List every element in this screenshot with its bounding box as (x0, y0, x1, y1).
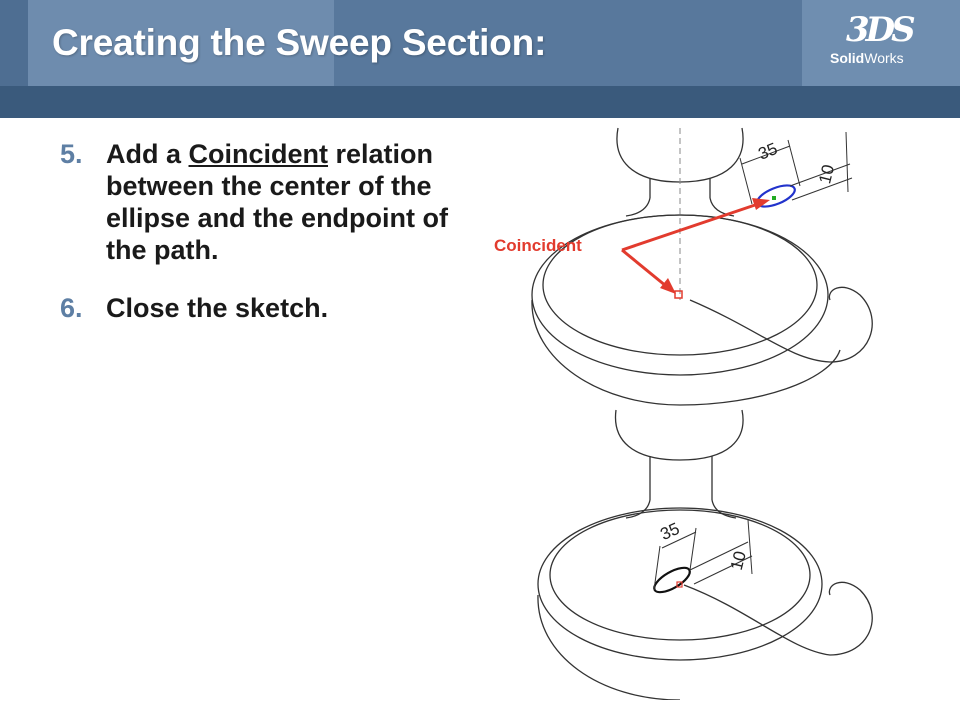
3ds-logo-icon: 3DS (846, 10, 916, 50)
callout-arrows (621, 198, 770, 294)
dim-line-35 (741, 145, 791, 165)
stem-neck-right (711, 499, 737, 519)
step-list: 5. Add a Coincident relation between the… (60, 138, 480, 350)
dim-ext-35a (653, 545, 661, 591)
top-dim-35-label[interactable]: 35 (756, 139, 781, 164)
plate-lower-arc (537, 594, 681, 700)
arrowhead-icon (660, 278, 676, 294)
sweep-section-drawing: 35 10 35 10 (531, 127, 873, 700)
center-marker (772, 196, 776, 200)
slide-header: Creating the Sweep Section: 3DS SolidWor… (0, 0, 960, 86)
header-band (0, 86, 960, 118)
spiral-path (689, 286, 873, 363)
plate-lower-arc (531, 299, 841, 406)
dim-ext-10a (789, 163, 851, 187)
header-highlight (28, 0, 334, 86)
bottom-view (537, 409, 873, 700)
plate-outer (531, 214, 829, 376)
top-view (531, 127, 873, 406)
dim-line-35 (661, 531, 697, 549)
top-dim-10-label[interactable]: 10 (815, 163, 838, 186)
plate-inner (549, 509, 811, 641)
step-number: 5. (60, 139, 83, 169)
bulb-top (614, 409, 744, 461)
dim-ext-35b (787, 139, 801, 187)
dim-line-10 (747, 519, 753, 575)
step-text: Add a Coincident relation between the ce… (106, 139, 449, 265)
endpoint-marker (674, 290, 683, 299)
section-ellipse (653, 566, 691, 594)
plate-outer (537, 507, 823, 661)
dim-ext-10b (791, 177, 853, 201)
logo-brand-text: SolidWorks (830, 50, 904, 66)
stem-neck-right (709, 197, 735, 217)
plate-inner (542, 214, 818, 356)
coincident-link[interactable]: Coincident (188, 139, 329, 169)
endpoint-marker (676, 581, 683, 588)
header-mid-panel (334, 0, 802, 86)
stem-neck-left (625, 197, 651, 217)
bottom-dim-10-label[interactable]: 10 (727, 549, 750, 572)
step-text: Close the sketch. (106, 293, 329, 323)
solidworks-logo: 3DS SolidWorks (802, 0, 960, 86)
step-item: 6. Close the sketch. (60, 292, 480, 324)
dim-ext-10a (689, 541, 749, 571)
coincident-callout: Coincident (494, 236, 582, 255)
dim-ext-10b (693, 555, 753, 585)
dim-ext-35a (739, 157, 753, 205)
step-number: 6. (60, 293, 83, 323)
dim-ext-35b (689, 527, 697, 571)
dim-line-10 (845, 131, 849, 193)
spiral-path (683, 581, 873, 656)
slide-title: Creating the Sweep Section: (52, 22, 547, 63)
step-item: 5. Add a Coincident relation between the… (60, 138, 480, 266)
arrowhead-icon (752, 198, 770, 210)
